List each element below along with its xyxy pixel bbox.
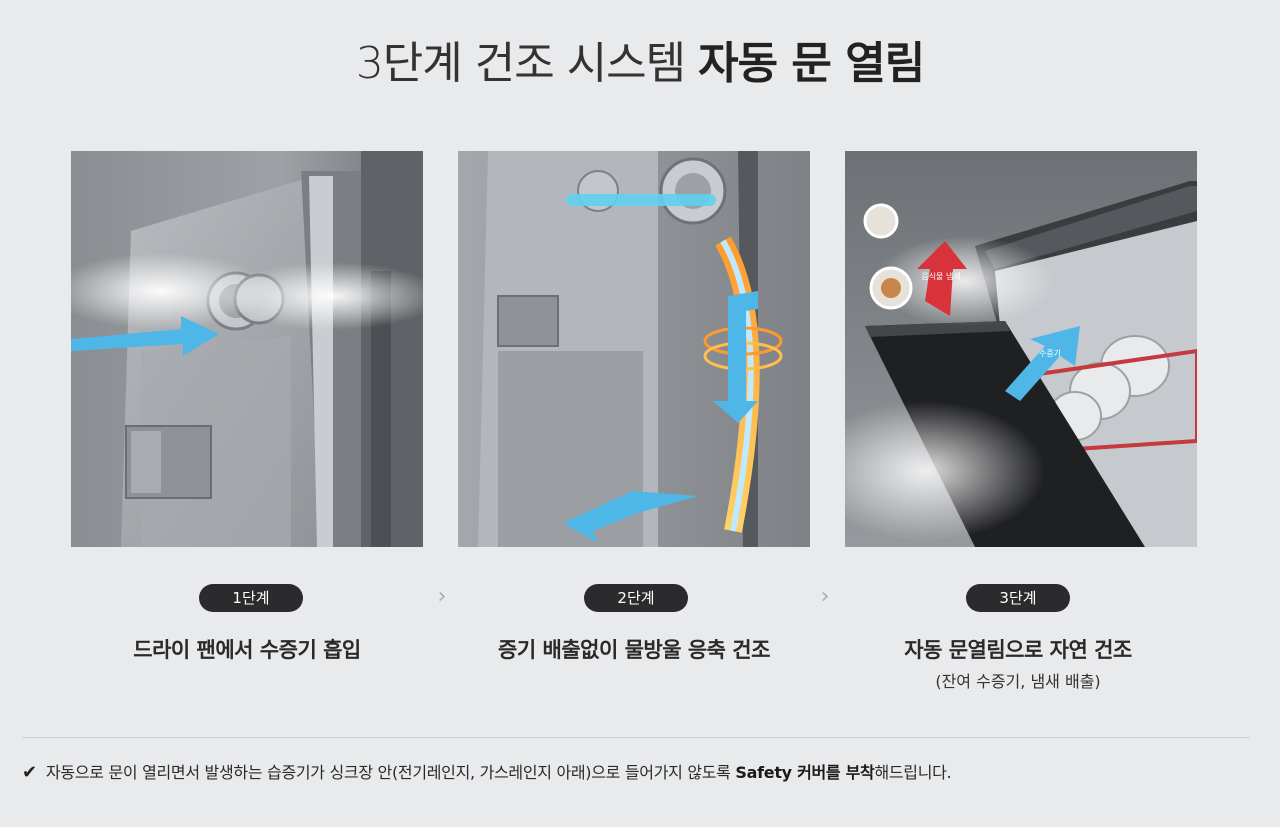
chevron-right-icon: ›	[820, 584, 830, 609]
step2-image	[458, 151, 810, 547]
page-title: 3단계 건조 시스템 자동 문 열림	[0, 34, 1280, 94]
note-text-after: 해드립니다.	[874, 763, 952, 782]
step3-caption: 자동 문열림으로 자연 건조	[904, 638, 1132, 662]
step2-caption: 증기 배출없이 물방울 응축 건조	[498, 638, 770, 662]
title-bold: 자동 문 열림	[698, 38, 925, 89]
red-arrow-label: 음식물 냄새	[921, 271, 960, 281]
chevron-right-icon: ›	[437, 584, 447, 609]
note-text-before: 자동으로 문이 열리면서 발생하는 습증기가 싱크장 안(전기레인지, 가스레인…	[46, 763, 736, 782]
step3-image: 음식물 냄새 수증기	[845, 151, 1197, 547]
step1-badge: 1단계	[199, 584, 303, 612]
safety-note: ✔ 자동으로 문이 열리면서 발생하는 습증기가 싱크장 안(전기레인지, 가스레…	[22, 758, 1262, 788]
divider	[22, 737, 1250, 738]
step1-image	[71, 151, 423, 547]
step1-caption: 드라이 팬에서 수증기 흡입	[133, 638, 361, 662]
check-icon: ✔	[22, 762, 37, 783]
title-light: 3단계 건조 시스템	[355, 38, 686, 89]
step3-subcaption: (잔여 수증기, 냄새 배출)	[935, 672, 1101, 691]
blue-arrow-label: 수증기	[1039, 349, 1061, 358]
step2-badge: 2단계	[584, 584, 688, 612]
step3-badge: 3단계	[966, 584, 1070, 612]
note-bold: Safety 커버를 부착	[735, 763, 875, 782]
